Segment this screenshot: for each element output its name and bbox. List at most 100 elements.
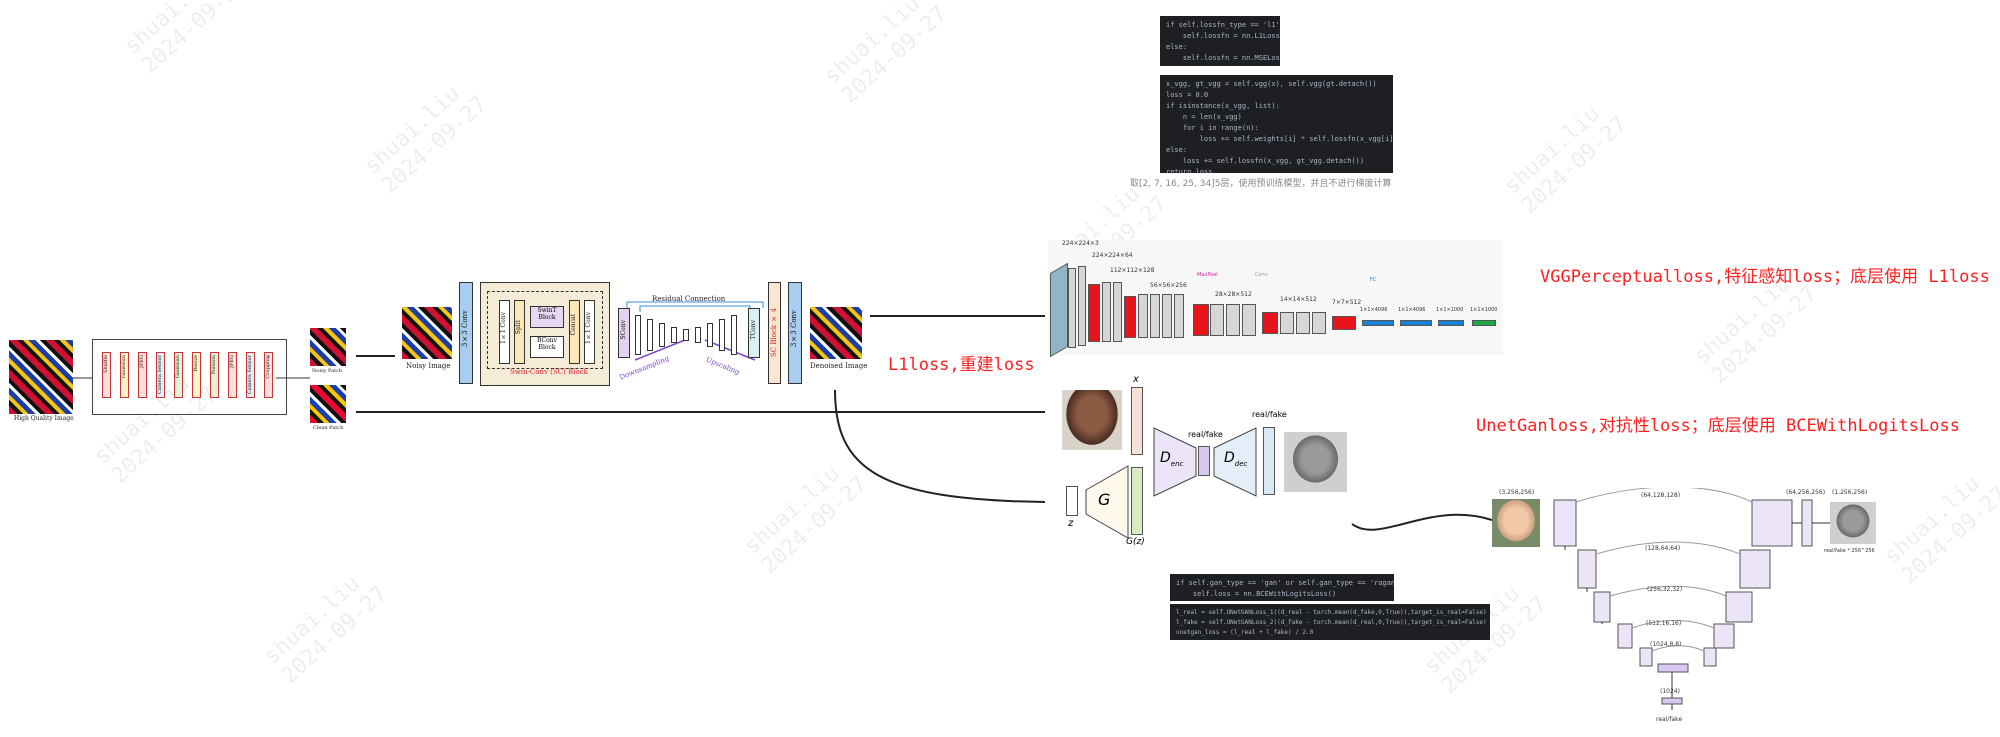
unet-dim-label: (512,16,16) [1646,620,1682,627]
code-vgg-loss: x_vgg, gt_vgg = self.vgg(x), self.vgg(gt… [1160,75,1393,173]
split-block [514,300,525,364]
sconv-label: SConv [620,320,627,340]
degradation-op-label: Gaussian [121,355,127,379]
swint-block: SwinT Block [530,306,564,328]
vgg-size-label: 112×112×128 [1110,267,1155,274]
vgg-fc-legend: FC [1370,277,1377,283]
degradation-op-label: JPEG [229,355,235,369]
vgg-size-label: 7×7×512 [1332,299,1362,306]
unet-bars [635,310,745,360]
noisy-image-label: Noisy Image [406,362,451,370]
degradation-op-label: Resize [193,355,199,372]
code-line: if self.lossfn_type == 'l1': [1166,21,1280,29]
unet-dim-label: (64,128,128) [1641,492,1681,499]
vgg-pool1 [1088,284,1100,342]
sconv-block [618,308,630,358]
split-label: Split [515,320,522,335]
degradation-op-label: Gaussian [175,355,181,379]
vgg-diagram [1048,240,1503,355]
noisy-patch [310,328,346,366]
gz-bar [1131,467,1143,535]
vgg-conv3b [1150,294,1160,338]
unet-output-map [1830,502,1876,544]
vgg-pool2 [1124,296,1136,338]
hq-image-label: High Quality Image [14,415,74,422]
high-quality-image [9,340,73,414]
code-loss-type: if self.lossfn_type == 'l1': self.lossfn… [1160,16,1280,66]
sc-block-label: Swin-Conv (SC) Block [510,368,588,376]
noisy-image [402,307,452,359]
conv-out-label: 3×3 Conv [790,310,798,348]
code-line: unetgan_loss = (l_real + l_fake) / 2.0 [1176,629,1314,636]
gz-label: G(z) [1126,537,1145,547]
unet-dim-label: (256,32,32) [1647,586,1683,593]
bottleneck-bar [1198,446,1210,476]
vgg-conv1a [1068,268,1076,348]
code-line: l_fake = self.UNetGANLoss_2((d_fake - to… [1176,619,1487,626]
degradation-pipeline-box [92,339,287,415]
d-decoder-shape [1213,427,1257,497]
degradation-op: Cropping [264,352,273,398]
vgg-pool3 [1193,304,1209,336]
vgg-conv3c [1162,294,1172,338]
discriminator-map-image [1284,432,1347,492]
degradation-op-label: Poisson [211,355,217,375]
degradation-op: JPEG [138,352,147,398]
vgg-size-label: 14×14×512 [1280,296,1317,303]
conv-in-block [459,282,473,384]
code-line: x_vgg, gt_vgg = self.vgg(x), self.vgg(gt… [1166,80,1377,88]
vgg-input-layer [1050,262,1068,358]
rconv-block: RConv Block [530,336,564,358]
code-line: if self.gan_type == 'gan' or self.gan_ty… [1176,579,1394,587]
code-line: self.loss = nn.BCEWithLogitsLoss() [1176,590,1337,598]
vgg-conv2b [1113,282,1122,342]
degradation-ops: Shuffle Gaussian JPEG Camera Sensor Gaussian… [100,352,285,402]
code-line: l_real = self.UNetGANLoss_1((d_real - to… [1176,609,1487,616]
denoised-image [810,307,862,359]
vgg-conv5a [1280,312,1294,334]
unet-out-label: real/fake * 256^256 [1824,548,1875,554]
degradation-op-label: Camera Sensor [157,355,163,395]
real-face-image [1062,390,1122,450]
degradation-op-label: Shuffle [103,355,109,373]
code-line: if isinstance(x_vgg, list): [1166,102,1280,110]
realfake-1-label: real/fake [1188,430,1223,439]
code-line: else: [1166,146,1188,154]
code-line: self.lossfn = nn.L1Loss() [1166,32,1280,40]
output-bar [1263,427,1275,495]
vgg-conv3a [1138,294,1148,338]
unet-layer-bar [719,319,725,351]
degradation-op: Camera Sensor [246,352,255,398]
realfake-2-label: real/fake [1252,410,1287,419]
vgg-conv4b [1226,304,1240,336]
x-label: x [1133,374,1139,385]
vgg-size-label: 56×56×256 [1150,282,1187,289]
degradation-op-label: JPEG [139,355,145,369]
vgg-conv-legend: Conv [1255,272,1268,278]
degradation-op: Poisson [210,352,219,398]
conv-in-label: 3×3 Conv [461,310,469,348]
noisy-patch-label: Noisy Patch [312,368,343,374]
code-line: loss += self.weights[i] * self.lossfn(x_… [1199,135,1393,143]
vgg-conv3d [1174,294,1184,338]
vgg-fc3 [1438,320,1464,326]
vgg-fc2 [1400,320,1432,326]
vgg-size-label: 224×224×3 [1062,240,1099,247]
unet-dim-label: (1,256,256) [1832,489,1868,496]
vgg-size-label: 28×28×512 [1215,291,1252,298]
x-bar [1131,387,1143,455]
tconv-block [748,308,760,358]
d-decoder-label: Ddec [1224,450,1248,468]
degradation-op: Shuffle [102,352,111,398]
unet-input-face [1492,499,1540,547]
unet-layer-bar [671,327,677,343]
vgg-size-label: 1×1×1000 [1470,307,1498,313]
generator-label: G [1098,490,1111,509]
degradation-op: Gaussian [174,352,183,398]
unet-dim-label: (128,64,64) [1645,545,1681,552]
vgg-size-label: 224×224×64 [1092,252,1133,259]
conv1x1-a-label: 1×1 Conv [500,312,507,344]
unet-layer-bar [659,323,665,347]
tconv-label: TConv [750,320,757,340]
